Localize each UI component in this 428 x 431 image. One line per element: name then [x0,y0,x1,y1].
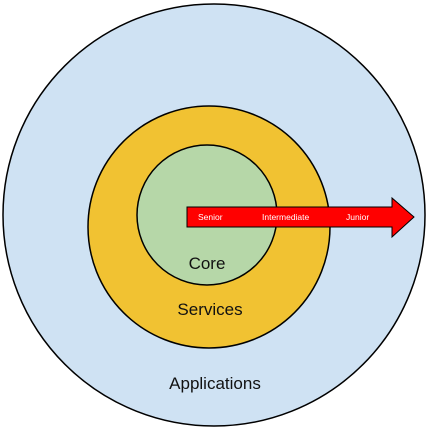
applications-label: Applications [169,374,261,393]
arrow-label-senior: Senior [198,212,223,222]
seniority-arrow [186,196,415,239]
core-label: Core [189,254,226,273]
arrow-label-intermediate: Intermediate [262,212,310,222]
arrow-label-junior: Junior [346,212,369,222]
services-label: Services [177,300,242,319]
